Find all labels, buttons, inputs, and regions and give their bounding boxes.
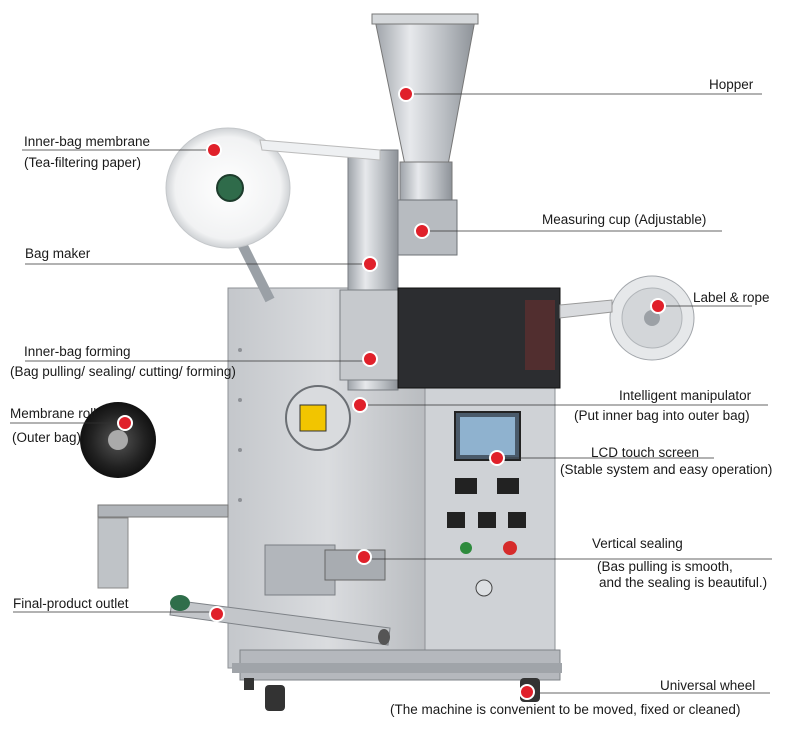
marker-membrane-roll bbox=[117, 415, 133, 431]
leader-lines bbox=[10, 93, 772, 694]
marker-label-rope bbox=[650, 298, 666, 314]
marker-lcd-touch-screen bbox=[489, 450, 505, 466]
label-vertical-sealing-sub2: and the sealing is beautiful.) bbox=[599, 575, 768, 590]
label-bag-maker: Bag maker bbox=[25, 246, 91, 261]
inner-membrane-roll bbox=[165, 127, 381, 303]
label-membrane-roll: Membrane roll bbox=[10, 406, 97, 421]
label-measuring-cup: Measuring cup (Adjustable) bbox=[542, 212, 707, 227]
label-inner-bag-membrane-sub: (Tea-filtering paper) bbox=[24, 155, 142, 170]
label-universal-wheel: Universal wheel bbox=[660, 678, 756, 693]
marker-intelligent-manipulator bbox=[352, 397, 368, 413]
label-inner-bag-membrane: Inner-bag membrane bbox=[24, 134, 151, 149]
label-label-rope: Label & rope bbox=[693, 290, 770, 305]
marker-inner-bag-forming bbox=[362, 351, 378, 367]
label-universal-wheel-sub: (The machine is convenient to be moved, … bbox=[390, 702, 741, 717]
marker-inner-bag-membrane bbox=[206, 142, 222, 158]
label-rope-roll bbox=[559, 275, 695, 361]
label-membrane-roll-sub: (Outer bag) bbox=[12, 430, 82, 445]
control-panel bbox=[447, 411, 526, 597]
label-inner-bag-forming-sub: (Bag pulling/ sealing/ cutting/ forming) bbox=[10, 364, 236, 379]
hopper-shape bbox=[371, 13, 479, 256]
final-product-chute bbox=[169, 595, 391, 646]
label-final-product-outlet: Final-product outlet bbox=[13, 596, 129, 611]
outer-membrane-roll bbox=[80, 402, 229, 589]
label-intelligent-manipulator-sub: (Put inner bag into outer bag) bbox=[574, 408, 750, 423]
label-hopper: Hopper bbox=[709, 77, 754, 92]
label-lcd-touch-screen-sub: (Stable system and easy operation) bbox=[560, 462, 773, 477]
marker-vertical-sealing bbox=[356, 549, 372, 565]
label-intelligent-manipulator: Intelligent manipulator bbox=[619, 388, 752, 403]
marker-universal-wheel bbox=[519, 684, 535, 700]
label-vertical-sealing: Vertical sealing bbox=[592, 536, 683, 551]
label-inner-bag-forming: Inner-bag forming bbox=[24, 344, 131, 359]
marker-bag-maker bbox=[362, 256, 378, 272]
marker-measuring-cup bbox=[414, 223, 430, 239]
label-lcd-touch-screen: LCD touch screen bbox=[591, 445, 700, 460]
marker-final-product-outlet bbox=[209, 606, 225, 622]
label-vertical-sealing-sub1: (Bas pulling is smooth, bbox=[597, 559, 733, 574]
marker-hopper bbox=[398, 86, 414, 102]
